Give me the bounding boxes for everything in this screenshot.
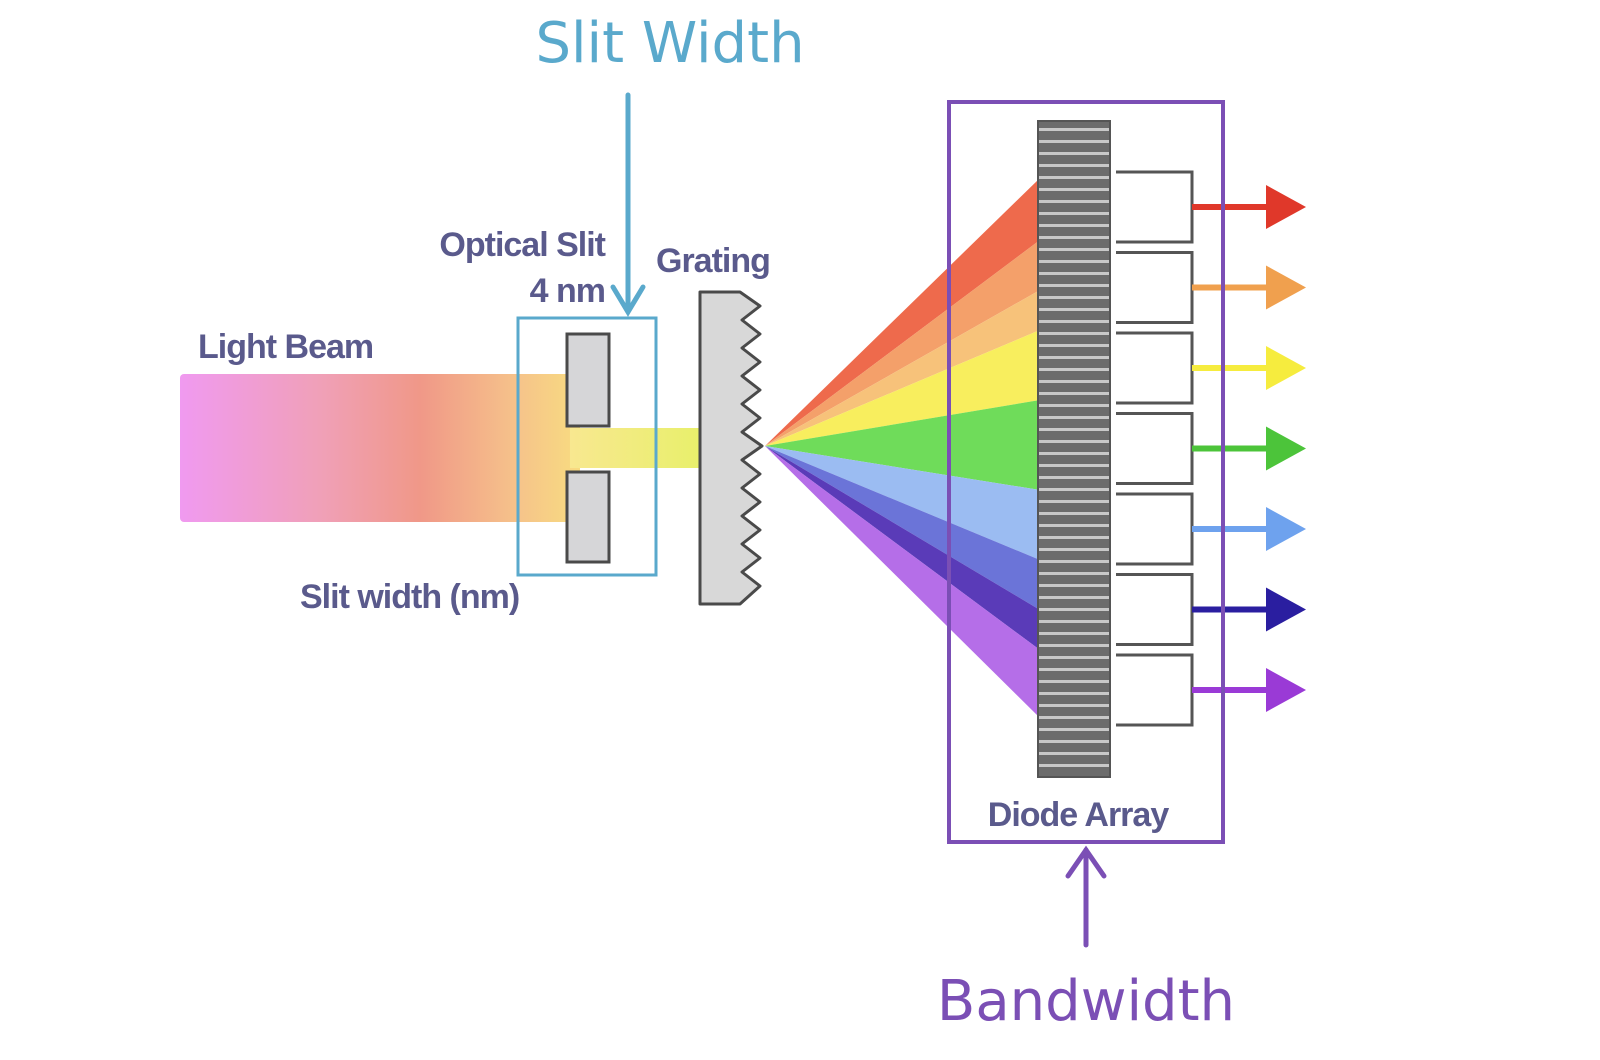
spectrum-band-violet	[765, 446, 1040, 718]
spectrum-band-orange	[765, 240, 1040, 446]
spectrum-band-light-orange	[765, 290, 1040, 446]
light-beam	[180, 374, 580, 522]
bandwidth-title: Bandwidth	[937, 969, 1235, 1034]
spectrum-band-green	[765, 400, 1040, 490]
arrow-head-icon	[1266, 426, 1306, 471]
spectrum-band-red	[765, 178, 1040, 446]
diode-array-label: Diode Array	[988, 796, 1170, 834]
bandwidth-arrow	[1065, 845, 1107, 948]
detector-element	[1116, 331, 1194, 405]
slit-value-label: 4 nm	[530, 272, 605, 310]
slit-blade-bottom	[565, 470, 611, 564]
slit-pass-beam	[570, 428, 705, 468]
arrow-head-icon	[1266, 507, 1306, 551]
bandwidth-box	[947, 100, 1225, 844]
grating-label: Grating	[656, 242, 770, 280]
detector-element	[1116, 251, 1194, 324]
slit-width-box	[516, 316, 658, 577]
detector-element	[1116, 492, 1194, 566]
detector-element	[1116, 170, 1194, 244]
grating-icon	[698, 290, 764, 606]
light-beam-label: Light Beam	[198, 328, 373, 366]
detector-element	[1116, 573, 1194, 646]
slit-blade-top	[565, 332, 611, 428]
optical-slit-label: Optical Slit	[439, 226, 605, 264]
diode-array-strip	[1037, 120, 1111, 778]
detector-element	[1116, 412, 1194, 485]
arrow-head-icon	[1266, 668, 1306, 712]
spectrum-fan	[765, 178, 1040, 718]
spectrum-band-yellow	[765, 330, 1040, 446]
arrow-head-icon	[1266, 346, 1306, 390]
slit-width-nm-label: Slit width (nm)	[300, 578, 519, 616]
arrow-head-icon	[1266, 265, 1306, 310]
slit-width-title: Slit Width	[535, 11, 804, 76]
slit-width-arrow	[610, 92, 646, 317]
arrow-head-icon	[1266, 587, 1306, 632]
detector-group	[1116, 170, 1306, 727]
detector-element	[1116, 653, 1194, 727]
arrow-head-icon	[1266, 185, 1306, 229]
